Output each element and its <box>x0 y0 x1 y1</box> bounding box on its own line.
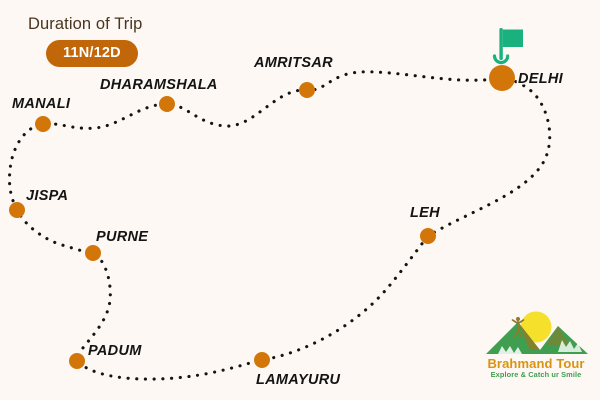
city-label-amritsar: AMRITSAR <box>254 55 333 71</box>
stop-marker-padum[interactable] <box>69 353 85 369</box>
stop-marker-amritsar[interactable] <box>299 82 315 98</box>
city-label-dharamshala: DHARAMSHALA <box>100 77 218 93</box>
duration-badge: 11N/12D <box>46 40 138 67</box>
sun-icon <box>520 311 552 343</box>
mountain-shade <box>518 322 540 350</box>
mountain-shade-right <box>546 326 570 346</box>
city-label-delhi: DELHI <box>518 71 563 87</box>
city-label-padum: PADUM <box>88 343 142 359</box>
stop-marker-leh[interactable] <box>420 228 436 244</box>
city-label-purne: PURNE <box>96 229 149 245</box>
stop-marker-manali[interactable] <box>35 116 51 132</box>
snow-right <box>558 340 582 352</box>
duration-legend-title: Duration of Trip <box>28 15 143 33</box>
stop-markers-group <box>9 65 515 369</box>
snow-left <box>498 346 522 354</box>
flag-icon <box>492 28 523 65</box>
stop-marker-jispa[interactable] <box>9 202 25 218</box>
city-label-jispa: JISPA <box>26 188 69 204</box>
duration-legend: Duration of Trip 11N/12D <box>28 14 208 67</box>
brand-logo: Brahmand Tour Explore & Catch ur Smile <box>478 306 594 384</box>
brand-name: Brahmand Tour <box>487 356 585 371</box>
stop-marker-dharamshala[interactable] <box>159 96 175 112</box>
hiker-icon <box>511 317 525 338</box>
brand-logo-mark <box>486 311 588 354</box>
city-label-manali: MANALI <box>12 96 71 112</box>
city-label-lamayuru: LAMAYURU <box>256 372 341 388</box>
stop-marker-lamayuru[interactable] <box>254 352 270 368</box>
city-label-leh: LEH <box>410 205 440 221</box>
stop-marker-purne[interactable] <box>85 245 101 261</box>
brand-tagline: Explore & Catch ur Smile <box>490 370 582 379</box>
stop-marker-delhi[interactable] <box>489 65 515 91</box>
route-dotted-path <box>7 70 552 381</box>
